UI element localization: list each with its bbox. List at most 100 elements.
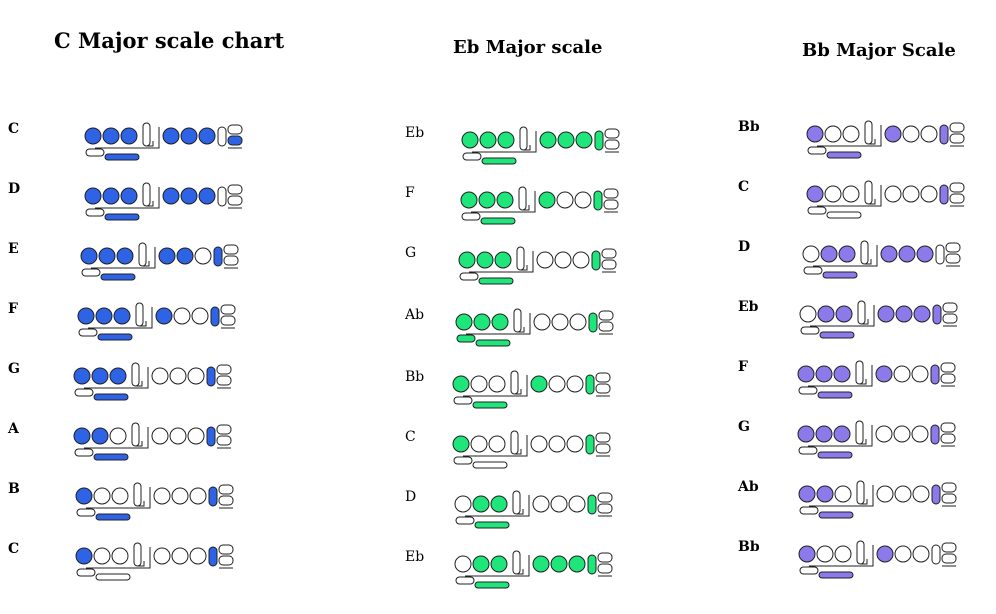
- key-bracket: [817, 185, 882, 207]
- note-label: C: [8, 541, 20, 557]
- tone-hole-5-closed: [176, 247, 194, 265]
- fingering-row: C: [8, 541, 338, 591]
- side-key-left: [803, 266, 823, 275]
- tone-hole-1-closed: [452, 375, 470, 393]
- note-label: D: [738, 239, 751, 255]
- tone-hole-6-open: [912, 485, 930, 503]
- cluster-key-upper: [604, 128, 620, 139]
- octave-key: [518, 186, 527, 211]
- tone-hole-6-open: [572, 251, 590, 269]
- tone-hole-6-open: [569, 313, 587, 331]
- side-key-left: [456, 334, 476, 343]
- tone-hole-4-closed: [162, 187, 180, 205]
- side-key-left: [800, 326, 820, 335]
- side-key-left: [455, 516, 475, 525]
- cluster-key-lower: [945, 253, 961, 264]
- scale-title: Bb Major Scale: [802, 40, 956, 61]
- tone-hole-3-open: [842, 125, 860, 143]
- fingering-row: A: [8, 421, 338, 471]
- note-label: B: [8, 481, 20, 497]
- octave-link: [140, 321, 147, 327]
- side-key-left: [799, 566, 819, 575]
- fingering-row: C: [405, 429, 735, 479]
- octave-key: [860, 240, 869, 265]
- tone-hole-2-closed: [817, 305, 835, 323]
- fingering-diagram: [80, 242, 239, 281]
- tone-hole-1-closed: [458, 251, 476, 269]
- tone-hole-5-closed: [180, 187, 198, 205]
- tone-hole-1-closed: [455, 313, 473, 331]
- key-bracket: [88, 307, 153, 329]
- tone-hole-5-open: [893, 425, 911, 443]
- octave-link: [521, 265, 528, 271]
- tone-hole-2-closed: [476, 251, 494, 269]
- octave-link: [136, 381, 143, 387]
- pinky-key: [930, 364, 940, 385]
- octave-key: [142, 182, 151, 207]
- cluster-key-lower: [216, 435, 232, 446]
- tone-hole-1-open: [454, 495, 472, 513]
- note-label: G: [738, 419, 750, 435]
- tone-hole-2-closed: [472, 495, 490, 513]
- tone-hole-4-closed: [158, 247, 176, 265]
- fingering-diagram: [452, 430, 611, 469]
- tone-hole-4-open: [533, 313, 551, 331]
- pinky-key: [585, 434, 595, 455]
- tone-hole-3-closed: [113, 307, 131, 325]
- tone-hole-6-open: [194, 247, 212, 265]
- lower-key: [475, 339, 511, 347]
- lower-key: [480, 217, 516, 225]
- side-key-left: [78, 328, 98, 337]
- octave-link: [860, 379, 867, 385]
- tone-hole-2-closed: [95, 307, 113, 325]
- cluster-key-lower: [941, 553, 957, 564]
- tone-hole-1-closed: [452, 435, 470, 453]
- octave-key: [131, 422, 140, 447]
- tone-hole-6-open: [187, 427, 205, 445]
- lower-key: [95, 573, 131, 581]
- side-key-left: [798, 386, 818, 395]
- tone-hole-4-closed: [530, 375, 548, 393]
- key-bracket: [472, 131, 537, 153]
- tone-hole-2-closed: [816, 485, 834, 503]
- octave-key: [513, 308, 522, 333]
- octave-link: [517, 509, 524, 515]
- tone-hole-3-closed: [120, 187, 138, 205]
- tone-hole-4-open: [151, 427, 169, 445]
- lower-key: [93, 453, 129, 461]
- side-key-left: [461, 212, 481, 221]
- tone-hole-4-closed: [875, 365, 893, 383]
- lower-key: [474, 581, 510, 589]
- tone-hole-3-closed: [120, 127, 138, 145]
- fingering-diagram: [454, 550, 613, 589]
- tone-hole-4-closed: [162, 127, 180, 145]
- fingering-row: B: [8, 481, 338, 531]
- cluster-key-upper: [949, 122, 965, 133]
- tone-hole-4-closed: [539, 131, 557, 149]
- tone-hole-1-closed: [84, 187, 102, 205]
- side-key-left: [798, 446, 818, 455]
- tone-hole-6-open: [191, 307, 209, 325]
- fingering-diagram: [797, 360, 956, 399]
- pinky-key: [213, 246, 223, 267]
- side-key-left: [807, 206, 827, 215]
- cluster-key-upper: [945, 242, 961, 253]
- tone-hole-4-closed: [880, 245, 898, 263]
- pinky-key: [217, 186, 227, 207]
- pinky-key: [587, 494, 597, 515]
- cluster-key-upper: [603, 188, 619, 199]
- lower-key: [97, 333, 133, 341]
- key-bracket: [463, 435, 528, 457]
- tone-hole-5-open: [554, 251, 572, 269]
- tone-hole-2-closed: [102, 127, 120, 145]
- fingering-diagram: [452, 370, 611, 409]
- cluster-key-upper: [595, 432, 611, 443]
- tone-hole-6-open: [566, 375, 584, 393]
- tone-hole-4-open: [876, 485, 894, 503]
- tone-hole-5-closed: [898, 245, 916, 263]
- tone-hole-2-open: [470, 375, 488, 393]
- tone-hole-5-closed: [550, 555, 568, 573]
- note-label: Eb: [405, 549, 425, 565]
- cluster-key-lower: [604, 139, 620, 150]
- fingering-row: G: [405, 245, 735, 295]
